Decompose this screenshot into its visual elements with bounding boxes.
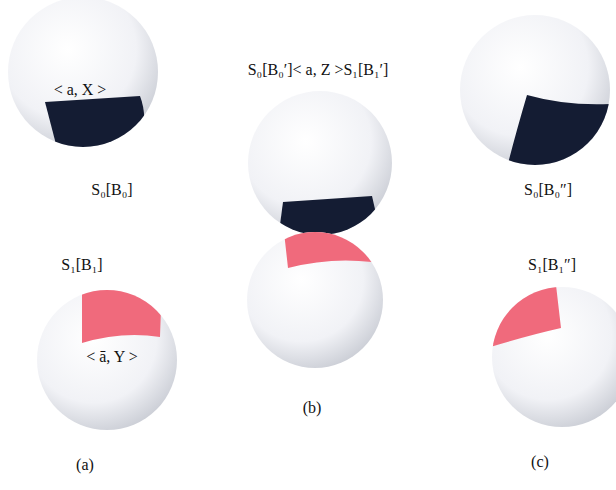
patch [488,285,561,347]
patch [278,196,382,240]
patch [45,96,144,152]
panel-label: S₁[B₁″] [528,256,576,274]
panel-label: S₁[B₁] [61,256,102,274]
panel-label: (b) [303,399,322,417]
panel-label: S₀[B₀′]< a, Z >S₁[B₁′] [248,61,389,79]
patch [82,282,162,343]
panel-label: < ā, Y > [86,348,138,366]
panel-label: S₀[B₀] [91,181,132,199]
patch [505,95,610,175]
panel-label: (a) [76,456,94,474]
panel-label: (c) [531,453,549,471]
panel-label: < a, X > [54,81,107,99]
panel-label: S₀[B₀″] [524,181,572,199]
patch [284,228,372,268]
